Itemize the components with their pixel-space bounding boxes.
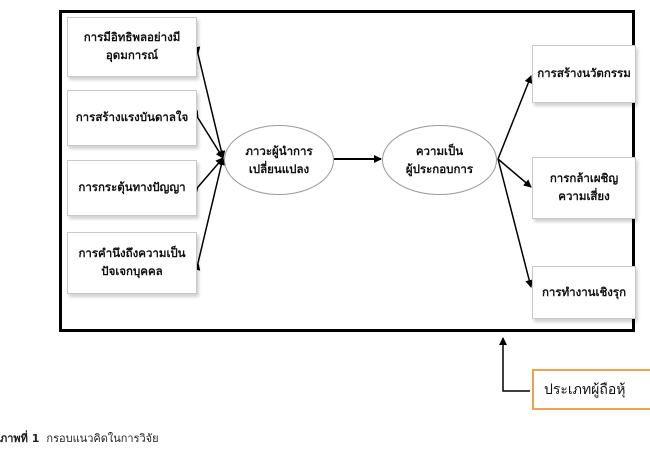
link-innovation (497, 75, 533, 160)
box-idealized-influence: การมีอิทธิพลอย่างมีอุดมการณ์ (67, 17, 197, 77)
box-label-line: การคำนึงถึงความเป็น (78, 246, 186, 261)
moderator-label: ประเภทผู้ถือหุ้ (544, 381, 626, 398)
ellipse-label-line: ความเป็น (415, 143, 464, 158)
ellipse-label-line: ภาวะผู้นำการ (245, 143, 313, 158)
box-innovation: การสร้างนวัตกรรม (532, 45, 636, 103)
box-shareholder-type: ประเภทผู้ถือหุ้ (532, 369, 650, 410)
box-label-line: ปัจเจกบุคคล (101, 264, 163, 278)
box-label-line: การทำงานเชิงรุก (541, 284, 627, 299)
box-proactiveness: การทำงานเชิงรุก (532, 266, 636, 319)
box-label-line: ความเสี่ยง (558, 189, 610, 203)
box-risk-taking: การกล้าเผชิญความเสี่ยง (532, 157, 636, 219)
link-proactive (497, 158, 534, 288)
box-label-line: การกล้าเผชิญ (549, 171, 619, 186)
box-intellectual-stimulation: การกระตุ้นทางปัญญา (67, 160, 197, 216)
link-individual (192, 157, 226, 271)
figure-title: กรอบแนวคิดในการวิจัย (46, 432, 159, 445)
box-individual-consideration: การคำนึงถึงความเป็นปัจเจกบุคคล (67, 232, 197, 294)
box-label-line: การมีอิทธิพลอย่างมี (83, 30, 181, 45)
box-label-line: การสร้างนวัตกรรม (537, 66, 631, 81)
link-idealized-influence (192, 46, 226, 159)
ellipse-label-line: ผู้ประกอบการ (405, 162, 474, 176)
box-label-line: อุดมการณ์ (105, 48, 159, 62)
ellipse-entrepreneurship: ความเป็นผู้ประกอบการ (382, 125, 497, 195)
link-moderator (499, 337, 530, 392)
link-risk-taking (497, 158, 532, 188)
figure-number: ภาพที่ 1 (0, 432, 40, 445)
ellipse-transformational-leadership: ภาวะผู้นำการเปลี่ยนแปลง (224, 125, 334, 195)
link-inspiration (190, 109, 224, 159)
ellipse-label-line: เปลี่ยนแปลง (248, 162, 310, 176)
figure-caption: ภาพที่ 1 กรอบแนวคิดในการวิจัย (0, 429, 159, 447)
box-inspiration: การสร้างแรงบันดาลใจ (67, 90, 197, 146)
box-label-line: การสร้างแรงบันดาลใจ (75, 110, 189, 125)
box-label-line: การกระตุ้นทางปัญญา (78, 180, 186, 195)
